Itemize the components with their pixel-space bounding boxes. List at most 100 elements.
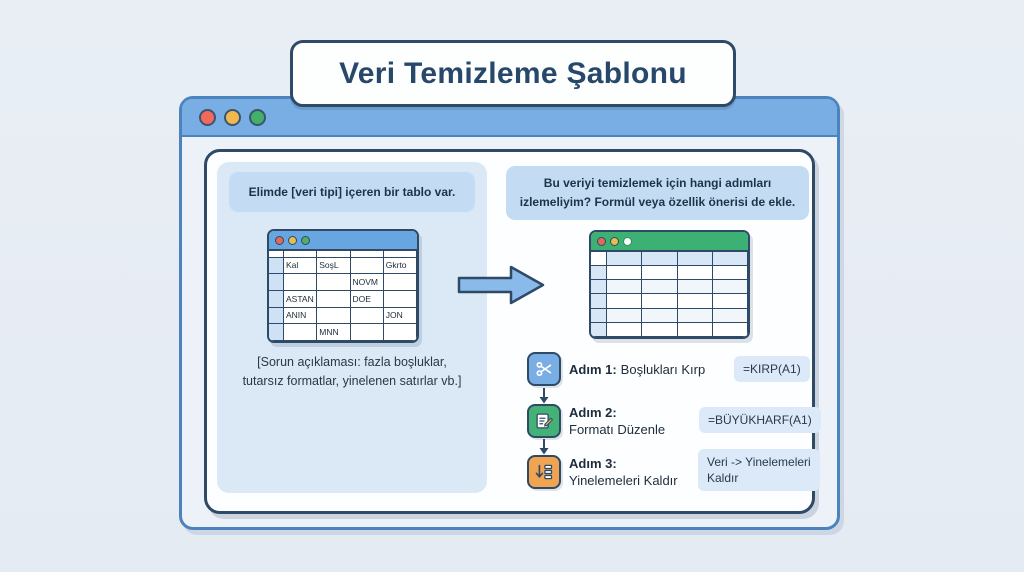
step1-label-text: Boşlukları Kırp — [620, 362, 706, 377]
traffic-light-red-icon — [199, 108, 216, 126]
table-cell — [677, 252, 713, 267]
down-arrow-connector-icon — [539, 388, 549, 404]
right-arrow-icon — [457, 265, 545, 305]
step2-formula-chip: =BÜYÜKHARF(A1) — [699, 407, 821, 433]
table-cell: ANIN — [284, 307, 318, 325]
table-cell — [350, 307, 384, 325]
traffic-light-green-icon — [301, 235, 310, 245]
clean-table-title-bar — [591, 232, 748, 252]
page-title: Veri Temizleme Şablonu — [339, 56, 687, 90]
table-cell — [712, 280, 748, 295]
step3-action-line2: Kaldır — [707, 471, 739, 485]
traffic-light-yellow-icon — [224, 108, 241, 126]
table-cell — [712, 322, 748, 337]
table-cell — [712, 308, 748, 323]
traffic-light-red-icon — [597, 236, 606, 246]
table-cell: DOE — [350, 290, 384, 308]
table-cell — [317, 290, 351, 308]
table-cell — [317, 251, 351, 258]
edit-document-icon — [527, 404, 561, 438]
step2-label-text: Formatı Düzenle — [569, 422, 666, 437]
table-cell — [712, 294, 748, 309]
traffic-light-green-icon — [623, 236, 632, 246]
down-arrow-connector-icon — [539, 439, 549, 455]
table-cell — [677, 266, 713, 281]
table-cell — [642, 308, 678, 323]
table-cell — [677, 280, 713, 295]
table-cell — [284, 274, 318, 291]
table-cell — [317, 274, 351, 291]
table-cell — [269, 307, 284, 325]
step3-action-line1: Veri -> Yinelemeleri — [707, 455, 811, 469]
table-cell — [642, 266, 678, 281]
table-cell: NOVM — [350, 274, 384, 291]
table-cell — [383, 274, 417, 291]
table-cell — [383, 251, 417, 258]
step3-formula-chip: Veri -> Yinelemeleri Kaldır — [698, 449, 820, 491]
messy-table-title-bar — [269, 231, 417, 251]
step2-formula: =BÜYÜKHARF(A1) — [708, 413, 812, 427]
table-cell — [607, 294, 643, 309]
table-cell — [677, 294, 713, 309]
right-prompt-chip: Bu veriyi temizlemek için hangi adımları… — [506, 166, 809, 220]
step1-label-bold: Adım 1: — [569, 362, 617, 377]
problem-note: [Sorun açıklaması: fazla boşluklar, tuta… — [217, 353, 487, 391]
table-cell — [269, 324, 284, 341]
table-cell: JON — [383, 307, 417, 325]
table-cell — [591, 308, 607, 323]
step2-label: Adım 2: Formatı Düzenle — [569, 404, 665, 438]
clean-table-grid — [591, 252, 748, 337]
table-cell — [642, 294, 678, 309]
table-cell: Gkrto — [383, 257, 417, 275]
table-cell — [591, 294, 607, 309]
problem-note-line1: [Sorun açıklaması: fazla boşluklar, — [257, 355, 447, 369]
step2-label-bold: Adım 2: — [569, 405, 617, 420]
table-cell — [350, 324, 384, 341]
traffic-light-yellow-icon — [610, 236, 619, 246]
table-cell — [607, 322, 643, 337]
table-cell — [591, 322, 607, 337]
table-cell — [284, 251, 318, 258]
table-cell — [642, 280, 678, 295]
table-cell — [677, 322, 713, 337]
table-cell — [607, 266, 643, 281]
step1-label: Adım 1:Boşlukları Kırp — [569, 361, 705, 378]
page-title-box: Veri Temizleme Şablonu — [290, 40, 736, 107]
table-cell: MNN — [317, 324, 351, 341]
table-cell — [317, 307, 351, 325]
left-prompt-text: Elimde [veri tipi] içeren bir tablo var. — [248, 185, 456, 199]
traffic-light-red-icon — [275, 235, 284, 245]
table-cell — [607, 308, 643, 323]
table-cell — [269, 274, 284, 291]
table-cell — [350, 257, 384, 275]
problem-note-line2: tutarsız formatlar, yinelenen satırlar v… — [242, 373, 462, 388]
table-cell — [383, 290, 417, 308]
table-cell — [269, 257, 284, 275]
scissors-icon — [527, 352, 561, 386]
table-cell — [284, 324, 318, 341]
right-prompt-line2: izlemeliyim? Formül veya özellik önerisi… — [519, 195, 796, 209]
table-cell — [269, 251, 284, 258]
step3-label-text: Yinelemeleri Kaldır — [569, 473, 678, 488]
step1-formula: =KIRP(A1) — [743, 362, 801, 376]
table-cell — [607, 280, 643, 295]
table-cell — [607, 252, 643, 267]
table-cell — [591, 266, 607, 281]
table-cell — [712, 266, 748, 281]
step3-label-bold: Adım 3: — [569, 456, 617, 471]
table-cell — [591, 252, 607, 267]
table-cell — [591, 280, 607, 295]
left-prompt-chip: Elimde [veri tipi] içeren bir tablo var. — [229, 172, 475, 212]
remove-duplicates-icon — [527, 455, 561, 489]
right-prompt-line1: Bu veriyi temizlemek için hangi adımları — [543, 176, 772, 191]
table-cell — [642, 322, 678, 337]
table-cell — [712, 252, 748, 267]
clean-table-window — [589, 230, 750, 339]
table-cell — [383, 324, 417, 341]
step3-label: Adım 3: Yinelemeleri Kaldır — [569, 455, 678, 489]
table-cell — [642, 252, 678, 267]
traffic-light-yellow-icon — [288, 235, 297, 245]
table-cell — [677, 308, 713, 323]
